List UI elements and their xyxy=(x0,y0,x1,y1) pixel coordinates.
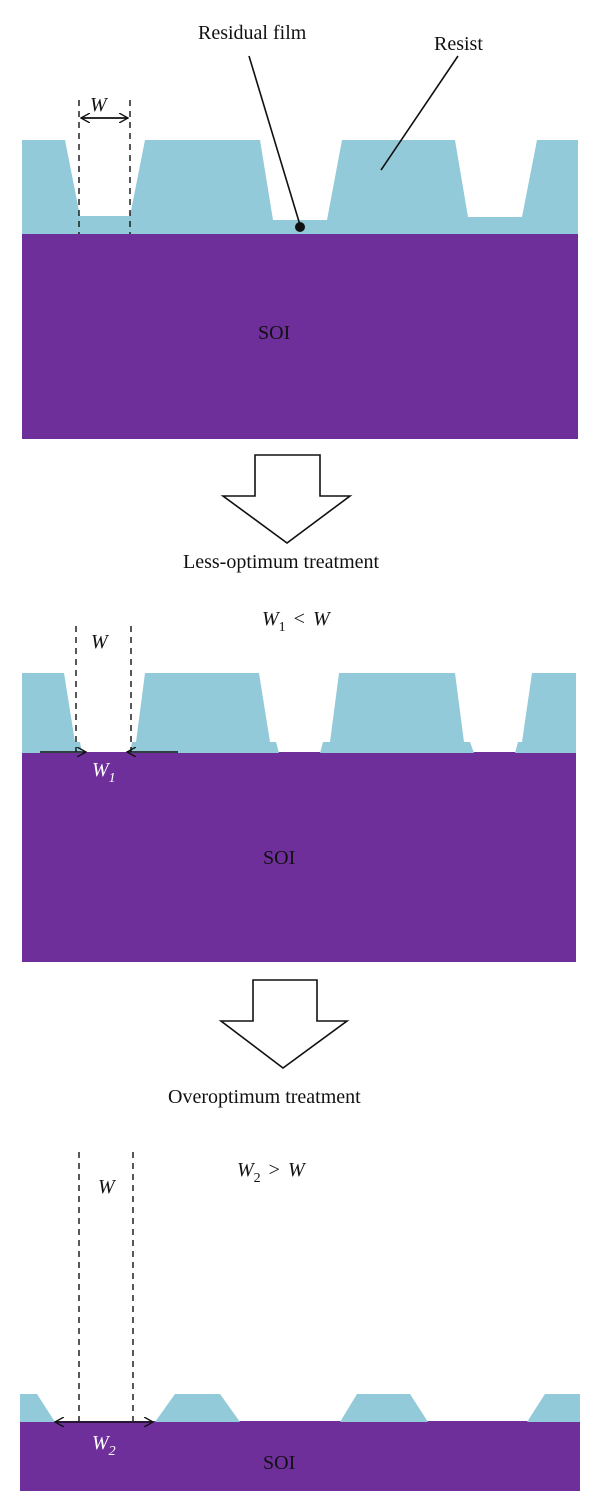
panel-overoptimum: W2>W W W2 SOI xyxy=(20,1152,580,1491)
soi-label-1: SOI xyxy=(258,322,290,344)
soi-label-2: SOI xyxy=(263,847,295,869)
relation-w2-greater-w: W2>W xyxy=(237,1159,307,1186)
soi-label-3: SOI xyxy=(263,1452,295,1474)
transition-less-optimum: Less-optimum treatment xyxy=(183,454,380,573)
w-label-1: W xyxy=(90,94,109,116)
transition-overoptimum: Overoptimum treatment xyxy=(168,979,361,1108)
residual-film-pointer xyxy=(248,55,301,226)
w2-label: W2 xyxy=(92,1432,116,1459)
resist-pointer xyxy=(380,55,459,171)
residual-film-dot xyxy=(295,222,305,232)
less-optimum-caption: Less-optimum treatment xyxy=(183,551,380,573)
overoptimum-caption: Overoptimum treatment xyxy=(168,1086,361,1108)
w1-label: W1 xyxy=(92,759,116,786)
w-label-2: W xyxy=(91,631,110,653)
soi-layer-3-body xyxy=(20,1421,580,1491)
relation-w1-less-w: W1<W xyxy=(262,608,332,635)
w-label-3: W xyxy=(98,1176,117,1198)
panel-less-optimum: W1<W W W1 SOI xyxy=(22,608,576,962)
down-arrow-icon-1 xyxy=(220,454,353,544)
resist-label: Resist xyxy=(434,33,483,55)
soi-layer-1 xyxy=(22,233,578,439)
down-arrow-icon-2 xyxy=(218,979,350,1069)
residual-film-label: Residual film xyxy=(198,22,307,44)
soi-layer-2 xyxy=(22,752,576,962)
resist-layer-3 xyxy=(20,1394,580,1422)
resist-layer-2 xyxy=(22,673,576,753)
resist-layer-1 xyxy=(22,140,578,234)
panel-initial: W Residual film Resist SOI xyxy=(22,22,578,439)
